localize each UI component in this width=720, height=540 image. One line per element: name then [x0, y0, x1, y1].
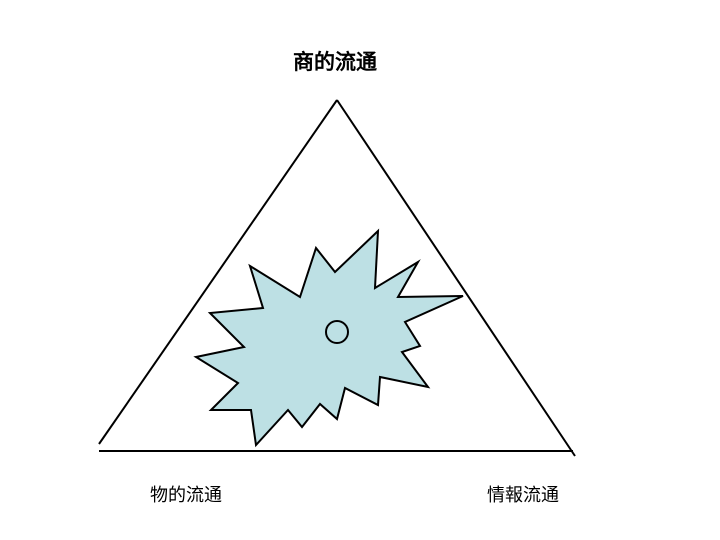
bottom-left-vertex-label: 物的流通	[150, 485, 222, 506]
bottom-right-vertex-label: 情報流通	[487, 485, 559, 506]
center-circle	[325, 320, 349, 344]
triangle-right-side	[336, 99, 576, 457]
top-vertex-label: 商的流通	[293, 50, 377, 74]
triangle-left-side	[98, 99, 338, 445]
